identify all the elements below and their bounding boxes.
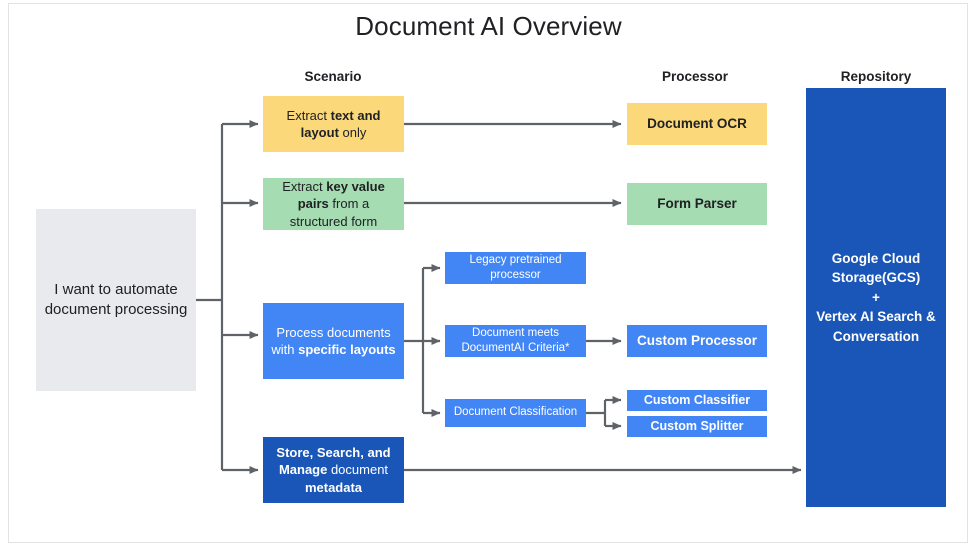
column-header-processor: Processor [661, 69, 729, 84]
scenario-text-and-layout[interactable]: Extract text and layout only [263, 96, 404, 152]
scenario-specific-layouts-label: Process documents with specific layouts [271, 324, 396, 357]
processor-custom-processor[interactable]: Custom Processor [627, 325, 767, 357]
criteria-legacy-pretrained-processor-label: Legacy pretrained processor [469, 253, 562, 281]
processor-form-parser-label: Form Parser [657, 196, 737, 212]
criteria-document-classification-label: Document Classification [453, 406, 578, 419]
scenario-specific-layouts[interactable]: Process documents with specific layouts [263, 303, 404, 379]
processor-custom-splitter[interactable]: Custom Splitter [627, 416, 767, 437]
processor-document-ocr-label: Document OCR [647, 116, 747, 132]
repository-plus-symbol: + [872, 289, 880, 305]
processor-custom-splitter-label: Custom Splitter [650, 419, 744, 434]
processor-custom-classifier-label: Custom Classifier [643, 393, 751, 408]
processor-custom-processor-label: Custom Processor [636, 333, 758, 349]
repository-line-4: Vertex AI Search & [816, 309, 936, 325]
criteria-legacy-pretrained-processor[interactable]: Legacy pretrained processor [445, 252, 586, 284]
scenario-key-value-pairs-label: Extract key value pairs from a structure… [282, 179, 385, 229]
page-title: Document AI Overview [355, 11, 622, 41]
scenario-key-value-pairs[interactable]: Extract key value pairs from a structure… [263, 178, 404, 230]
scenario-store-search-manage[interactable]: Store, Search, and Manage document metad… [263, 437, 404, 503]
start-node-label: I want to automate document processing [44, 281, 188, 318]
start-node: I want to automate document processing [36, 209, 196, 391]
criteria-document-meets-criteria-label: Document meets DocumentAI Criteria* [461, 326, 570, 354]
column-header-scenario: Scenario [304, 69, 362, 84]
scenario-text-and-layout-label: Extract text and layout only [286, 107, 381, 140]
scenario-store-search-manage-label: Store, Search, and Manage document metad… [276, 445, 391, 495]
repository-line-5: Conversation [832, 328, 920, 344]
repository-line-2: Storage(GCS) [831, 270, 921, 286]
processor-custom-classifier[interactable]: Custom Classifier [627, 390, 767, 411]
repository-line-1: Google Cloud [831, 250, 921, 266]
repository-node[interactable]: Google Cloud Storage(GCS) + Vertex AI Se… [806, 88, 946, 507]
processor-form-parser[interactable]: Form Parser [627, 183, 767, 225]
column-header-repository: Repository [840, 69, 912, 84]
criteria-document-meets-criteria[interactable]: Document meets DocumentAI Criteria* [445, 325, 586, 357]
processor-document-ocr[interactable]: Document OCR [627, 103, 767, 145]
criteria-document-classification[interactable]: Document Classification [445, 399, 586, 427]
